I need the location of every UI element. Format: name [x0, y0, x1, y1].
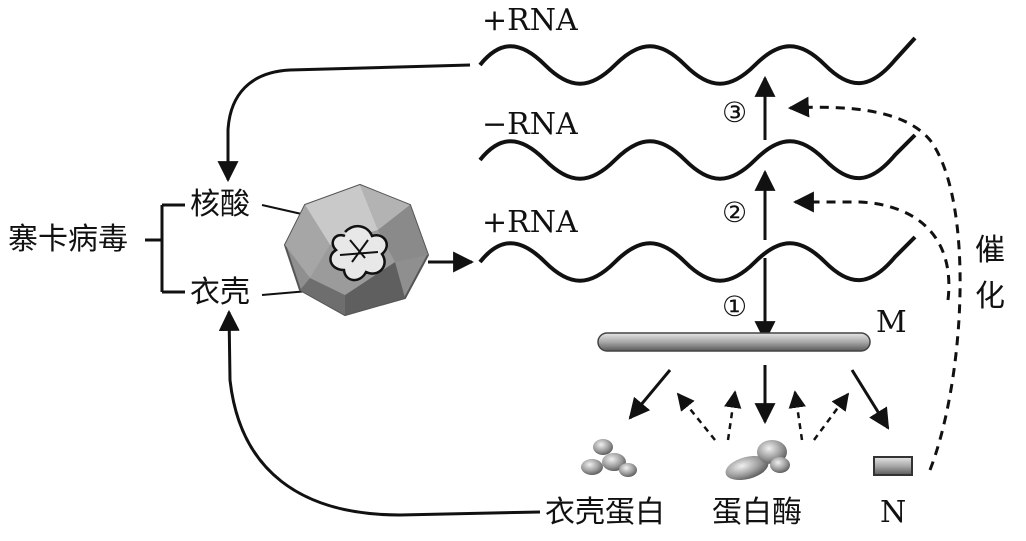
plus-rna-top-strand: [478, 36, 917, 86]
protease-catalysis-3: [788, 390, 806, 441]
protease-catalysis-4: [812, 392, 850, 441]
protease-catalysis-2: [724, 390, 742, 441]
minus-rna-strand: [478, 133, 917, 181]
plus-rna-top-label: +RNA: [482, 3, 578, 38]
plus-rna-lower-label: +RNA: [482, 205, 578, 240]
n-product-rect: [873, 456, 913, 476]
capsid-protein-blob: [581, 439, 637, 477]
protease-label: 蛋白酶: [712, 495, 802, 530]
step2-label: ②: [722, 196, 748, 229]
catalysis-arrow-step3: [787, 96, 962, 471]
virus-bracket: [145, 203, 185, 294]
virus-particle-icon: [283, 183, 430, 317]
arrow-rna-to-nucleic-acid: [217, 63, 471, 183]
virus-label: 寨卡病毒: [8, 222, 128, 257]
arrow-to-capsid-protein: [628, 369, 672, 420]
minus-rna-label: −RNA: [482, 107, 578, 142]
m-label: M: [876, 305, 907, 340]
step3-label: ③: [722, 96, 748, 129]
arrow-to-n: [850, 369, 890, 430]
capsid-protein-label: 衣壳蛋白: [545, 495, 665, 530]
step1-label: ①: [722, 290, 748, 323]
n-label: N: [880, 495, 907, 530]
catalysis-arrow-step2: [792, 191, 951, 301]
protease-catalysis-1: [676, 392, 716, 441]
protease-blob: [725, 440, 790, 481]
nucleic-acid-label: 核酸: [190, 187, 250, 222]
capsid-label: 衣壳: [190, 275, 250, 310]
catalysis-label: 催化: [975, 233, 1005, 314]
m-polyprotein-bar: [597, 332, 871, 352]
arrow-capsid-protein-to-capsid: [218, 309, 541, 517]
plus-rna-lower-strand: [478, 235, 917, 283]
